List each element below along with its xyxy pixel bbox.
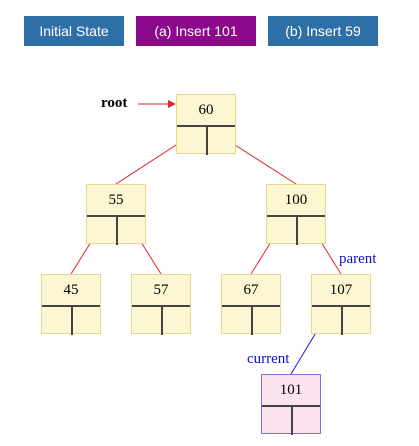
parent-label: parent [339, 251, 377, 267]
node-value: 57 [153, 281, 169, 298]
node-value: 45 [63, 281, 79, 298]
tree-node-60: 60 [176, 94, 236, 155]
node-child-divider [251, 307, 253, 335]
tab-insert-59[interactable]: (b) Insert 59 [268, 16, 378, 46]
node-child-divider [116, 217, 118, 245]
node-child-divider [206, 127, 208, 155]
node-separator [87, 215, 145, 217]
node-child-divider [341, 307, 343, 335]
node-value: 107 [329, 281, 353, 298]
tree-node-107: 107 [311, 274, 371, 335]
node-separator [267, 215, 325, 217]
node-child-divider [296, 217, 298, 245]
node-child-divider [291, 407, 293, 435]
node-value: 101 [279, 381, 303, 398]
tree-node-55: 55 [86, 184, 146, 245]
node-child-divider [71, 307, 73, 335]
node-value: 100 [284, 191, 308, 208]
node-separator [132, 305, 190, 307]
node-separator [177, 125, 235, 127]
node-value: 67 [243, 281, 259, 298]
tree-node-57: 57 [131, 274, 191, 335]
node-separator [42, 305, 100, 307]
node-value: 60 [198, 101, 214, 118]
node-separator [262, 405, 320, 407]
tree-node-101-new: 101 [261, 374, 321, 435]
tree-node-45: 45 [41, 274, 101, 335]
tab-initial-state[interactable]: Initial State [24, 16, 124, 46]
node-separator [312, 305, 370, 307]
current-label: current [247, 351, 290, 367]
tree-node-67: 67 [221, 274, 281, 335]
root-label: root [101, 95, 128, 111]
tree-node-100: 100 [266, 184, 326, 245]
tab-insert-101[interactable]: (a) Insert 101 [136, 16, 256, 46]
node-value: 55 [108, 191, 124, 208]
node-separator [222, 305, 280, 307]
node-child-divider [161, 307, 163, 335]
